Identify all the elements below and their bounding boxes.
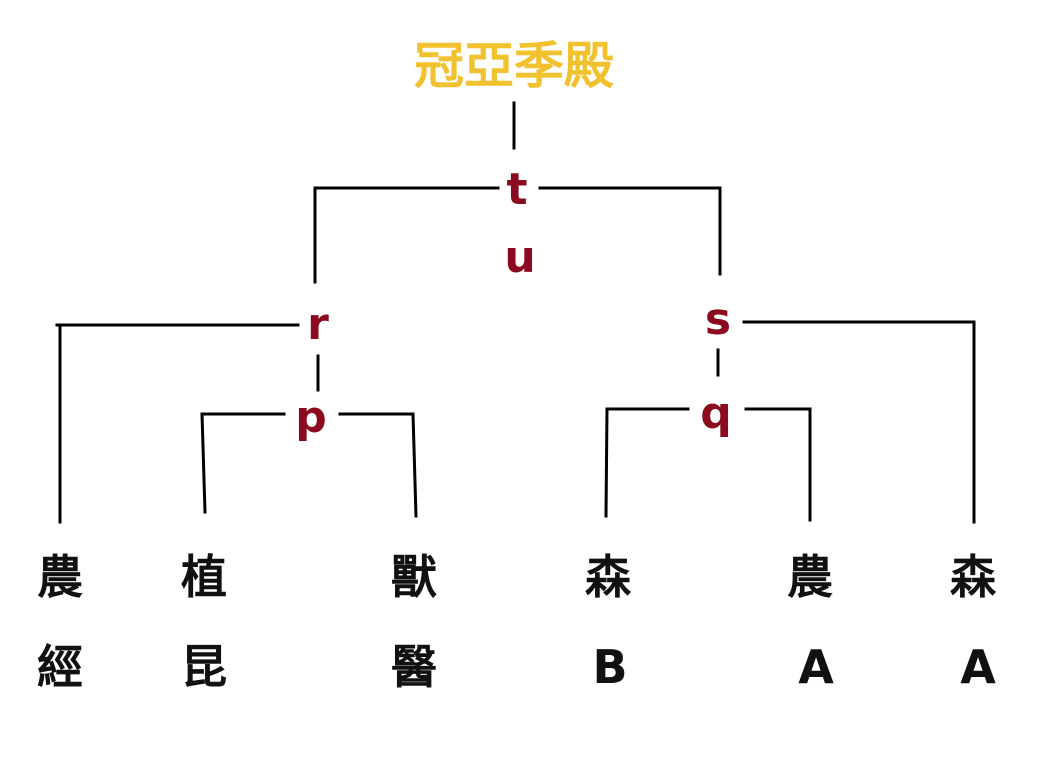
team-4-line1: 森 xyxy=(585,550,631,604)
bracket-title: 冠亞季殿 xyxy=(414,37,614,95)
bracket-line-p-left-drop xyxy=(200,412,207,514)
team-3-line2: 醫 xyxy=(391,640,437,694)
match-label-u: u xyxy=(504,232,536,283)
match-label-r: r xyxy=(307,299,329,350)
team-5-line1: 農 xyxy=(787,550,833,604)
match-label-s: s xyxy=(704,294,732,345)
bracket-line-p-right-drop xyxy=(411,412,418,518)
team-5-line2: A xyxy=(798,640,834,694)
match-label-t: t xyxy=(506,164,528,215)
team-1-line2: 經 xyxy=(37,640,83,694)
team-3-line1: 獸 xyxy=(391,550,437,604)
team-6-line1: 森 xyxy=(950,550,996,604)
team-2-line2: 昆 xyxy=(181,640,227,694)
team-2-line1: 植 xyxy=(181,550,227,604)
team-6-line2: A xyxy=(960,640,996,694)
team-1-line1: 農 xyxy=(37,550,83,604)
match-label-q: q xyxy=(700,388,732,439)
bracket-line-q-left-drop xyxy=(604,407,609,518)
team-4-line2: B xyxy=(592,640,628,694)
match-label-p: p xyxy=(295,392,327,443)
